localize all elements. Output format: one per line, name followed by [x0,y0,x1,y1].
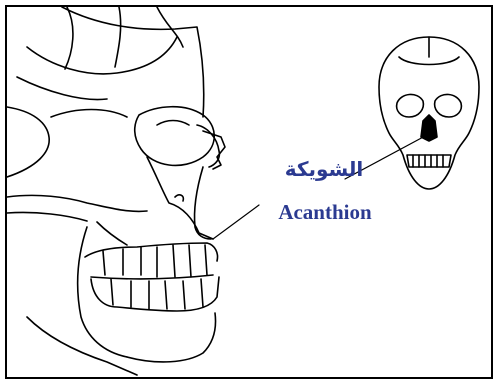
mandible-body [127,313,216,362]
ramus [78,227,127,357]
cranial-suture [65,7,73,69]
skull-front-orbit-right [435,94,462,117]
cranial-suture [17,77,107,100]
zygomatic-arch-lower [7,212,87,221]
label-english: Acanthion [255,200,395,225]
sphenoid-line [51,110,127,118]
temporal-outline [7,107,49,177]
cranium-outline [62,7,204,117]
diagram-frame: الشويكة Acanthion [5,5,493,379]
teeth-separators [103,245,207,277]
cranial-suture [27,37,177,74]
coronoid [97,222,127,245]
lower-teeth-separators [111,279,203,309]
cranial-suture [157,7,183,47]
zygomatic-arch [7,195,147,211]
upper-teeth [85,243,218,261]
label-arabic: الشويكة [269,157,379,181]
pointer-line-lateral [213,205,259,239]
frontal-skull [379,37,479,189]
occlusal-line [91,275,213,279]
mandible-lower [27,317,137,375]
nasal-bone [197,125,219,167]
infraorbital-foramen [175,195,183,201]
skull-front-teeth-lines [413,155,443,167]
lower-teeth [91,277,219,311]
skull-front-orbit-left [397,94,424,117]
orbit-detail [157,121,189,126]
cranial-suture [115,7,121,67]
skull-illustration [7,7,491,377]
